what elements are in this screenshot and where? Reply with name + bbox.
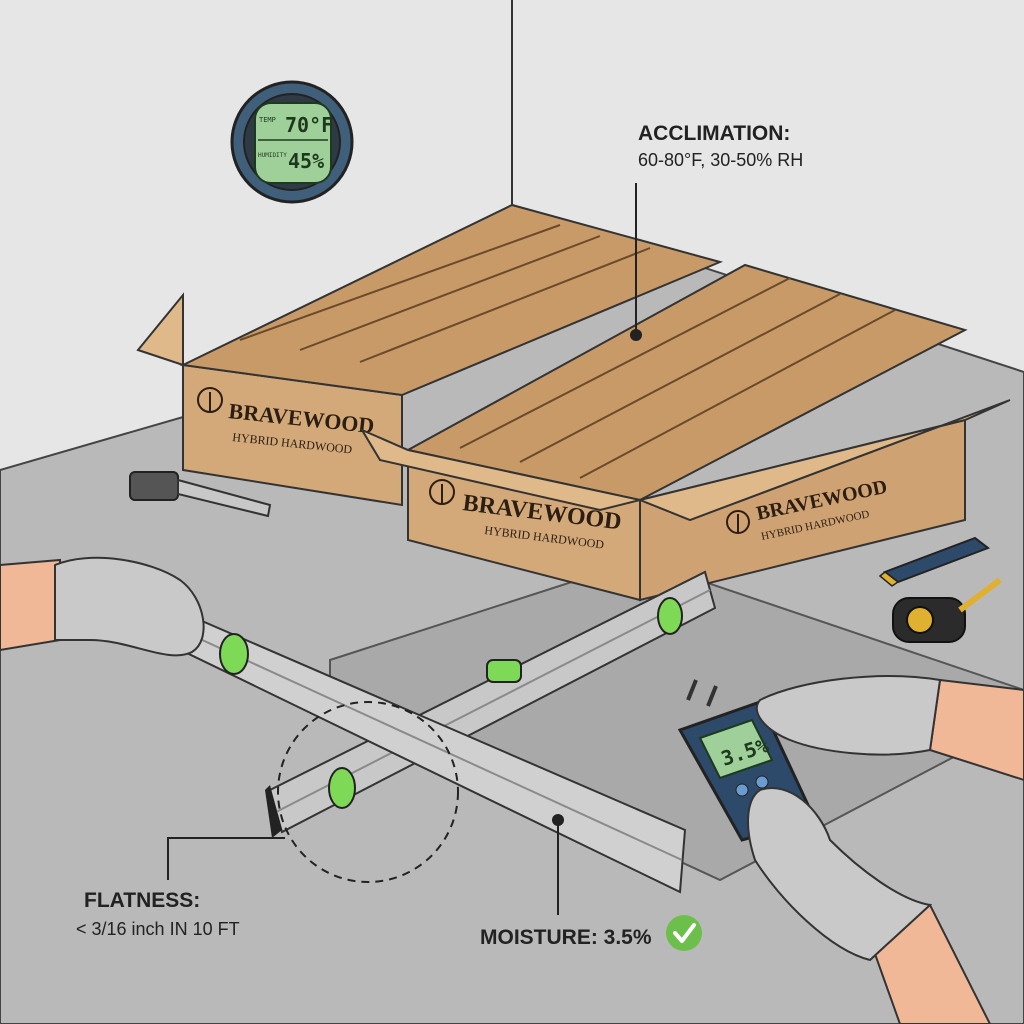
box-front-plank-line [579,309,896,479]
moisture-meter-display [698,718,774,780]
moisture-callout: MOISTURE: 3.5% [480,814,702,951]
level-bubble-vial [657,597,683,635]
tree-logo-icon [726,510,750,534]
box-front-plank-line [459,277,791,449]
box-back-flap-left [136,292,184,367]
flatness-inspection-circle [277,701,459,883]
hygrometer-display [254,102,332,184]
box-back-plank-line [359,247,651,363]
flatness-leader [167,837,285,880]
right-gloved-hand-lower [747,787,992,1024]
tree-logo-icon [197,387,223,413]
hygrometer: TEMP 70°F HUMIDITY 45% [230,80,354,204]
tree-logo-icon [429,479,455,505]
acclimation-title: ACCLIMATION: [638,122,790,145]
left-gloved-hand [0,556,205,657]
flatness-detail: < 3/16 inch IN 10 FT [76,919,240,939]
hygrometer-temp-value: 70°F [285,113,333,137]
box-front-flap-left [359,427,641,512]
level-bubble-vial [328,767,356,809]
flooring-box-back: BRAVEWOOD HYBRID HARDWOOD [136,203,724,507]
moisture-marker [552,814,564,826]
meter-button [735,783,749,797]
checkmark-icon-stroke [673,923,696,943]
flatness-title: FLATNESS: [84,889,200,912]
box-back-plank-line [239,224,561,341]
hygrometer-humidity-label: HUMIDITY [258,152,287,159]
right-gloved-hand-upper [755,675,1024,782]
meter-button [755,775,769,789]
spirit-level-long [265,570,717,838]
hygrometer-humidity-value: 45% [288,149,324,173]
pull-bar-tool [129,471,272,518]
hygrometer-temp-label: TEMP [259,116,276,124]
flooring-box-front: BRAVEWOOD HYBRID HARDWOOD BRAVEWOOD HYBR… [359,263,1011,602]
acclimation-detail: 60-80°F, 30-50% RH [638,150,803,170]
box-back-plank-line [299,235,601,351]
level-bubble-vial [219,633,249,675]
tape-measure-tool [892,577,1002,643]
level-bubble-vial [486,659,522,683]
box-back-top [179,203,724,397]
flatness-callout: FLATNESS: < 3/16 inch IN 10 FT [76,837,285,939]
checkmark-icon [666,915,702,951]
acclimation-callout: ACCLIMATION: 60-80°F, 30-50% RH [630,122,803,341]
box-front-plank-line [519,293,841,463]
moisture-title: MOISTURE: 3.5% [480,926,652,949]
acclimation-marker [630,329,642,341]
box-front-flap-right [636,399,1011,522]
utility-knife-tool [878,536,991,587]
